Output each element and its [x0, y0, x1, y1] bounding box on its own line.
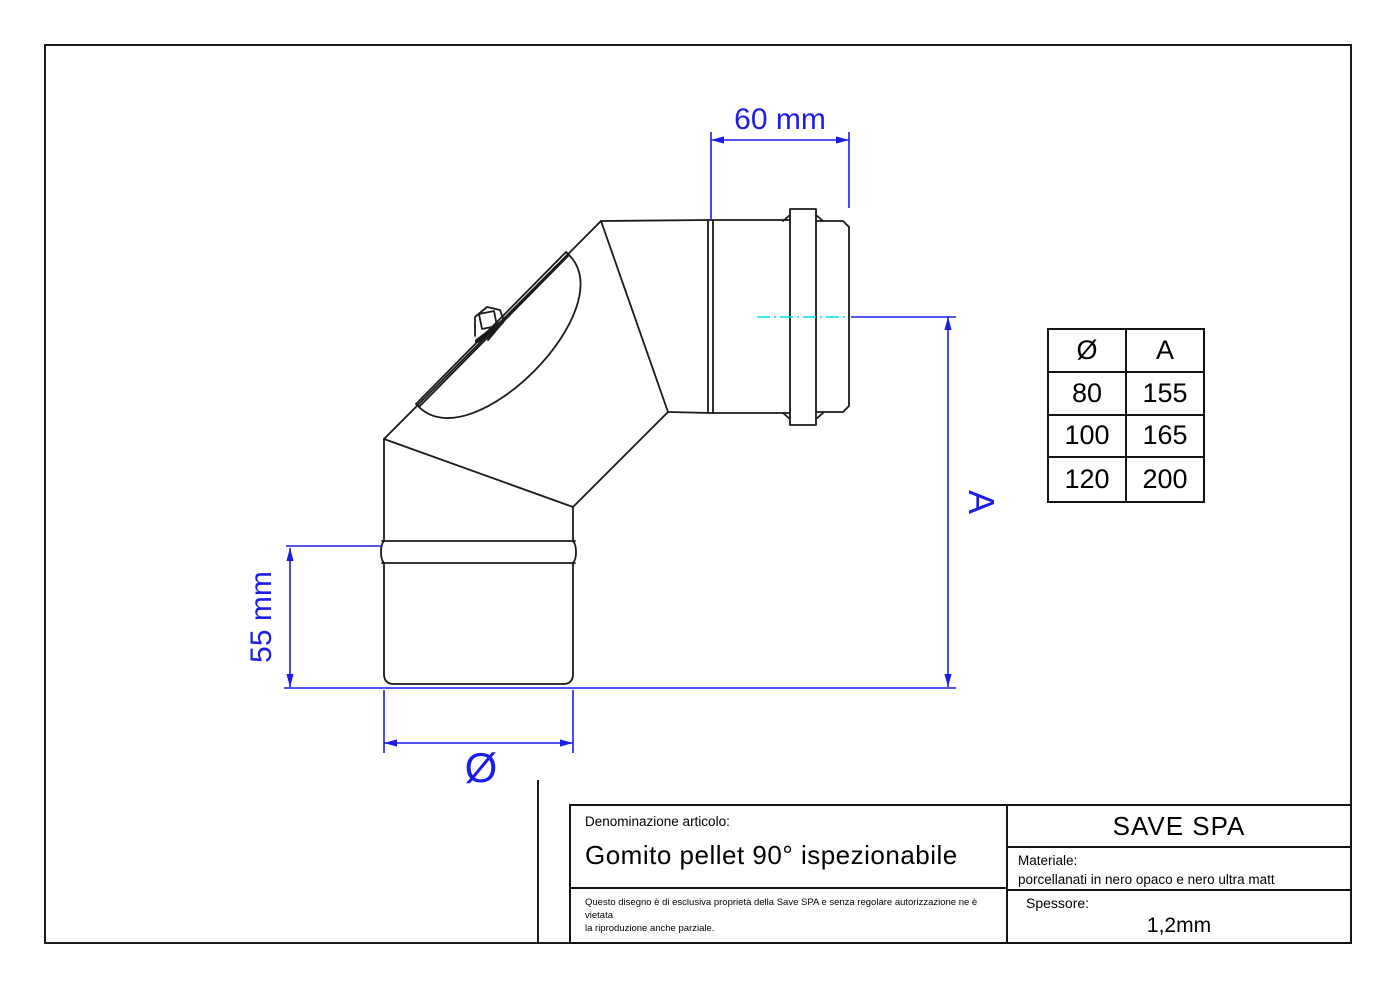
dimension-diameter: Ø: [383, 690, 574, 791]
size-table-cell: 200: [1142, 464, 1188, 495]
size-table-cell: 165: [1127, 416, 1203, 459]
dim-dia-label: Ø: [465, 744, 498, 791]
material-cell: Materiale: porcellanati in nero opaco e …: [1008, 848, 1350, 891]
dim-a-arrow-up: [944, 317, 952, 330]
material-value: porcellanati in nero opaco e nero ultra …: [1018, 872, 1275, 887]
collar-chamfers: [782, 214, 824, 420]
company-name: SAVE SPA: [1008, 806, 1350, 848]
size-table-cell: 155: [1127, 373, 1203, 416]
pipe-top-edge-right: [815, 220, 850, 228]
thickness-label: Spessore:: [1026, 895, 1090, 911]
door-oval-edge: [418, 254, 582, 419]
door-clip: [474, 306, 505, 344]
title-block-left-column: Denominazione articolo: Gomito pellet 90…: [571, 806, 1008, 942]
article-name-value: Gomito pellet 90° ispezionabile: [585, 840, 958, 870]
size-table-cell: 100: [1049, 415, 1127, 459]
title-block: Denominazione articolo: Gomito pellet 90…: [569, 804, 1352, 944]
dim-55-arrow-down: [286, 674, 294, 687]
pipe-lower-body: [383, 562, 574, 685]
title-block-outer-left-line: [537, 780, 539, 944]
fold-apex-right: [600, 220, 669, 413]
dim-60-arrow-right: [836, 136, 849, 144]
article-name-label: Denominazione articolo:: [585, 814, 730, 829]
disclaimer-line-1: Questo disegno è di esclusiva proprietà …: [585, 897, 978, 921]
inspection-door: [415, 251, 582, 419]
fold-lower-right: [572, 411, 669, 508]
disclaimer-line-2: la riproduzione anche parziale.: [585, 923, 715, 934]
weld-ring: [380, 540, 577, 564]
elbow-outline: [380, 208, 850, 685]
dim-dia-arrow-left: [384, 739, 397, 747]
dim-60-label: 60 mm: [734, 103, 826, 136]
dim-55-label: 55 mm: [245, 571, 278, 663]
thickness-value: 1,2mm: [1146, 914, 1212, 937]
size-table-cell: 80: [1049, 372, 1127, 416]
pipe-bottom-edge: [667, 411, 791, 414]
thickness-cell: Spessore: 1,2mm: [1008, 891, 1350, 942]
size-table-cell: 120: [1049, 458, 1127, 501]
dimension-A: A: [284, 316, 1002, 689]
size-table-header-a: A: [1127, 330, 1203, 373]
dimensions: 60 mm A 55 mm Ø: [245, 103, 1002, 791]
material-label: Materiale:: [1018, 853, 1078, 868]
dimension-60mm: 60 mm: [710, 103, 850, 220]
dimension-55mm: 55 mm: [245, 545, 382, 687]
socket-lip-lines: [707, 219, 714, 414]
pipe-top-edge: [600, 219, 791, 222]
dim-a-arrow-down: [944, 674, 952, 687]
dim-dia-arrow-right: [560, 739, 573, 747]
dim-55-arrow-up: [286, 548, 294, 561]
fold-lower-left: [383, 438, 574, 508]
dim-60-extensions: [710, 132, 850, 220]
disclaimer-cell: Questo disegno è di esclusiva proprietà …: [571, 889, 1006, 942]
dim-60-arrow-left: [711, 136, 724, 144]
size-table: Ø A 80 155 100 165 120 200: [1047, 328, 1205, 503]
article-name-cell: Denominazione articolo: Gomito pellet 90…: [571, 806, 1006, 889]
pipe-end-edge: [815, 226, 850, 413]
title-block-right-column: SAVE SPA Materiale: porcellanati in nero…: [1008, 806, 1350, 942]
clip-strip-shadow: [474, 319, 505, 344]
size-table-header-diameter: Ø: [1049, 330, 1127, 373]
dim-a-label: A: [961, 490, 1002, 514]
